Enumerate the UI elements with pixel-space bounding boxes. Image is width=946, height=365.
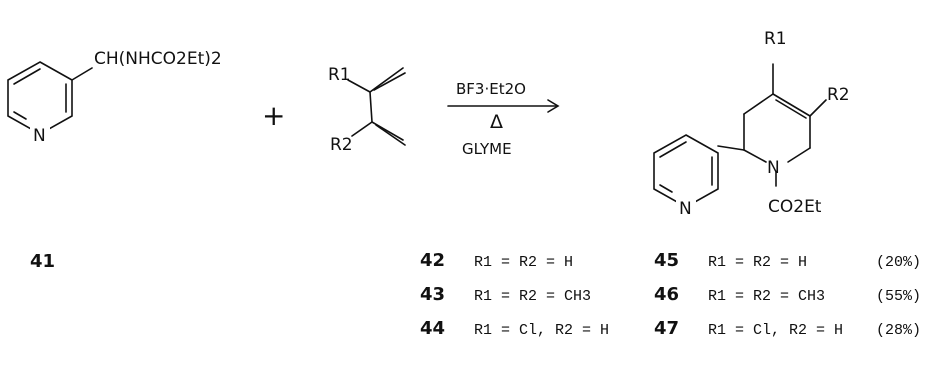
compound-number-45: 45 xyxy=(654,250,679,271)
product-pyridine-n: N xyxy=(679,199,692,219)
product-r2: R2 xyxy=(827,85,850,105)
diene-skeleton xyxy=(347,67,406,146)
compound-46-substituents: R1 = R2 = CH3 xyxy=(708,288,825,305)
compound-47-substituents: R1 = Cl, R2 = H xyxy=(708,322,843,339)
reactant-substituent: CH(NHCO2Et)2 xyxy=(94,49,222,69)
compound-46-yield: (55%) xyxy=(876,288,921,305)
compound-45-substituents: R1 = R2 = H xyxy=(708,254,807,271)
pyridine-ring-product xyxy=(653,134,719,218)
compound-45-yield: (20%) xyxy=(876,254,921,271)
compound-43-substituents: R1 = R2 = CH3 xyxy=(474,288,591,305)
compound-number-44: 44 xyxy=(420,318,445,339)
compound-number-46: 46 xyxy=(654,284,679,305)
compound-42-substituents: R1 = R2 = H xyxy=(474,254,573,271)
diene-r1: R1 xyxy=(328,65,351,85)
reaction-arrow-head xyxy=(547,99,560,113)
pyridine-ring-41 xyxy=(7,61,93,145)
compound-number-47: 47 xyxy=(654,318,679,339)
compound-number-42: 42 xyxy=(420,250,445,271)
product-r1: R1 xyxy=(764,29,787,49)
diene-r2: R2 xyxy=(330,135,353,155)
compound-47-yield: (28%) xyxy=(876,322,921,339)
product-ring-n: N xyxy=(767,158,780,178)
compound-number-43: 43 xyxy=(420,284,445,305)
solvent-label: GLYME xyxy=(462,140,512,158)
tetrahydropyridine-ring xyxy=(717,63,827,187)
reagent-label: BF3·Et2O xyxy=(456,80,526,98)
heat-symbol: Δ xyxy=(490,111,503,133)
compound-number-41: 41 xyxy=(30,251,55,272)
product-carbamate: CO2Et xyxy=(768,197,822,217)
reactant-ring-n: N xyxy=(33,126,46,146)
compound-44-substituents: R1 = Cl, R2 = H xyxy=(474,322,609,339)
plus-sign: + xyxy=(262,99,285,132)
